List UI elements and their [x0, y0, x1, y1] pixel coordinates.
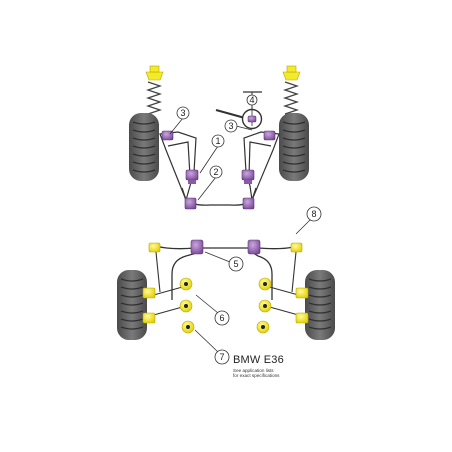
front-bush-2-right: [242, 197, 255, 210]
front-left-wishbone: [159, 131, 197, 202]
front-left-tyre: [129, 113, 159, 181]
rear-left-tyre: [117, 270, 147, 340]
rear-anti-roll-bar: [155, 245, 298, 300]
front-axle: [129, 65, 309, 210]
front-bush-2-left: [184, 197, 197, 210]
callout-4-label: 4: [249, 95, 254, 105]
rear-bush-5-right: [247, 239, 261, 255]
callout-8: [306, 206, 322, 222]
callout-4: [246, 94, 258, 106]
rear-yellow-bushes: [142, 242, 309, 334]
callout-3-right-label: 3: [228, 121, 233, 131]
magnifier-detail: [215, 91, 263, 130]
callout-3-right: [224, 119, 238, 133]
model-title: BMW E36: [233, 354, 284, 366]
callout-6: [214, 310, 230, 326]
rear-bush-5-left: [190, 239, 204, 255]
callout-2: [209, 165, 223, 179]
callout-6-label: 6: [219, 313, 224, 323]
callout-5: [228, 256, 244, 272]
front-bush-3-right: [263, 130, 276, 141]
note-line-1: See application lists: [233, 368, 274, 373]
callout-1: [211, 134, 225, 148]
callout-7-label: 7: [219, 352, 224, 362]
front-right-spring: [282, 81, 300, 115]
front-right-spring-top-mount: [282, 65, 301, 81]
front-left-spring-top-mount: [145, 65, 164, 81]
rear-axle: [117, 239, 335, 340]
front-bush-1-right: [241, 169, 255, 184]
front-right-tyre: [279, 113, 309, 181]
callout-7: [214, 349, 230, 365]
callout-5-label: 5: [233, 259, 238, 269]
callout-1-label: 1: [215, 136, 220, 146]
front-right-wishbone: [243, 131, 280, 203]
front-bush-1-left: [185, 169, 199, 184]
rear-right-tyre: [305, 270, 335, 340]
callouts: [169, 94, 322, 365]
callout-2-label: 2: [213, 167, 218, 177]
callout-3-left-label: 3: [180, 108, 185, 118]
callout-8-label: 8: [311, 209, 316, 219]
callout-3-left: [176, 106, 190, 120]
front-left-spring: [145, 81, 163, 115]
note-line-2: for exact specifications: [233, 373, 280, 378]
callout-labels: 3 1 2 3 4 8 5 6 7: [180, 95, 316, 362]
